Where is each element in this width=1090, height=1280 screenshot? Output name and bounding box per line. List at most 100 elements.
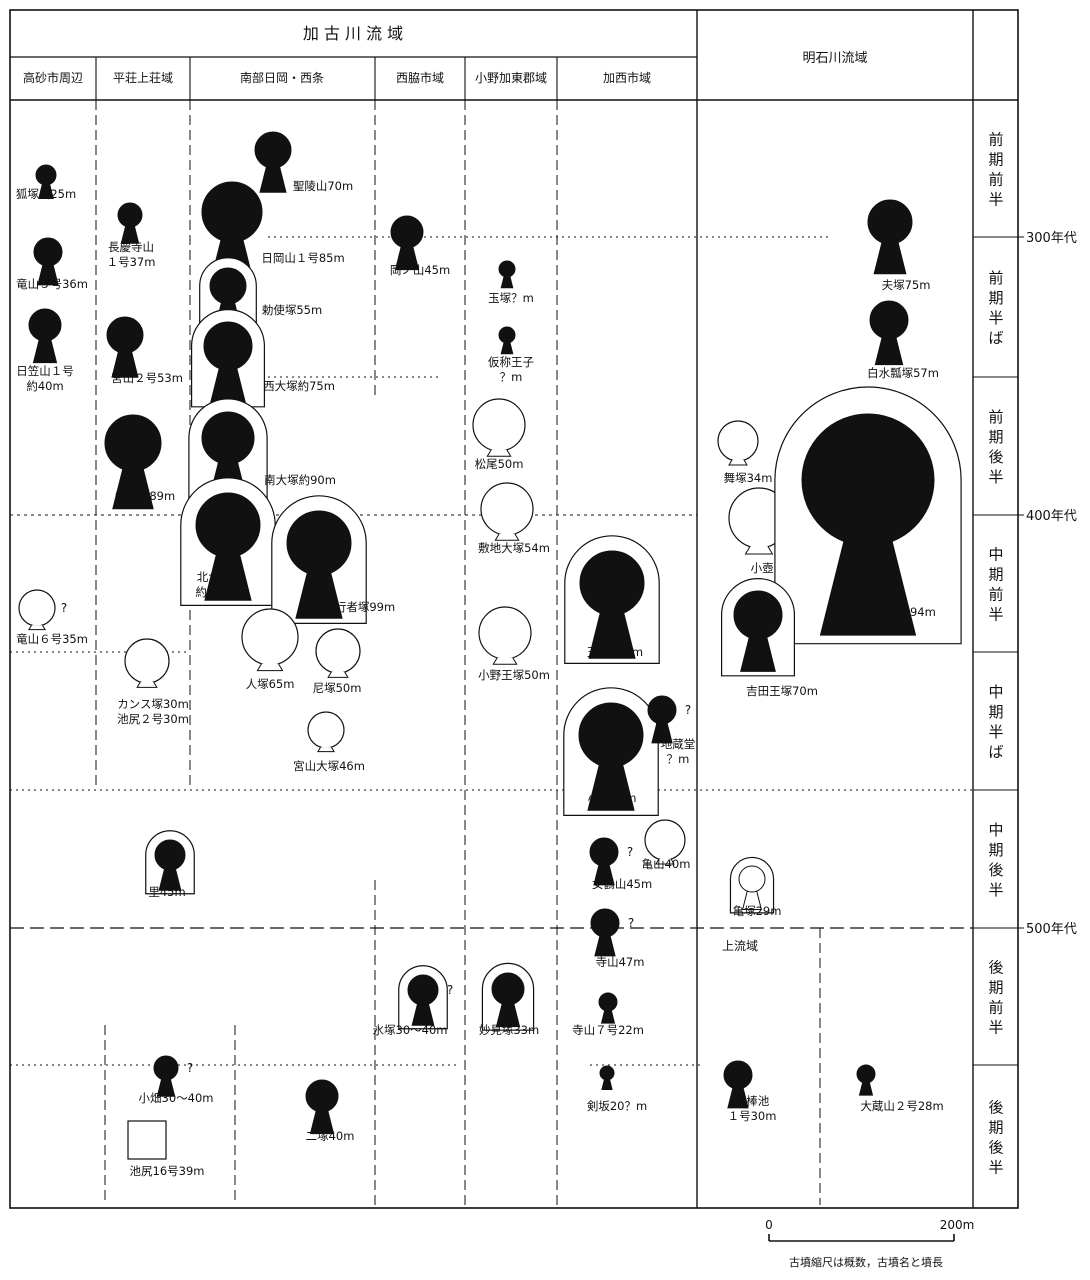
round-tumulus (242, 609, 298, 665)
round-mound (36, 165, 56, 185)
tumulus-label: ？m (667, 752, 690, 766)
tumulus-1: 狐塚山25m (16, 165, 76, 201)
tumulus-23: 玉塚？m (488, 261, 534, 305)
projection (493, 658, 516, 665)
period-label-1-4: 半 (988, 191, 1003, 209)
tumulus-label: 人塚65m (246, 677, 295, 691)
period-label-4-4: 半 (988, 606, 1003, 624)
period-label-5-2: 期 (988, 703, 1003, 721)
round-mound (202, 182, 262, 242)
round-mound (492, 973, 524, 1005)
tumulus-19: 宮山大塚46m (293, 712, 365, 773)
round-mound (34, 238, 62, 266)
tumulus-34: 寺山47m? (591, 909, 644, 969)
period-label-6-4: 半 (988, 881, 1003, 899)
period-label-2-1: 前 (988, 269, 1003, 287)
tumulus-label: 妙見塚33m (479, 1023, 539, 1037)
tumulus-30: 小山79m (564, 688, 658, 816)
tumulus-6: 宮山２号53m (107, 317, 183, 385)
round-mound (306, 1080, 338, 1112)
period-label-2-4: ば (988, 329, 1003, 347)
period-label-1-2: 期 (988, 151, 1003, 169)
tumulus-label: 亀山40m (642, 857, 691, 871)
tumulus-label: 松尾50m (475, 457, 524, 471)
period-label-7-4: 半 (988, 1019, 1003, 1037)
tumulus-label: 小野王塚50m (478, 668, 550, 682)
period-label-8-3: 後 (988, 1139, 1003, 1157)
tumulus-label: 竜山６号35m (16, 632, 88, 646)
period-label-7-3: 前 (988, 999, 1003, 1017)
period-label-5-1: 中 (988, 683, 1003, 701)
tumulus-35: 寺山７号22m (572, 993, 644, 1037)
tumulus-13: 西大塚約75m (192, 310, 335, 407)
period-label-8-2: 期 (988, 1119, 1003, 1137)
tumulus-label: 仮称王子 (488, 355, 534, 369)
projection (318, 747, 334, 752)
tumulus-label: 二塚40m (306, 1129, 355, 1143)
tumulus-9: 里45m (146, 831, 195, 899)
round-mound (591, 909, 619, 937)
tumulus-label: ？m (500, 370, 523, 384)
round-mound (580, 551, 644, 615)
region-header-6: 加西市域 (603, 70, 651, 85)
round-mound (154, 1056, 178, 1080)
tumulus-label: 約40m (26, 379, 63, 393)
round-mound (202, 412, 254, 464)
period-label-8-1: 後 (988, 1099, 1003, 1117)
tumulus-label: 亀塚29m (733, 904, 782, 918)
round-mound (868, 200, 912, 244)
period-label-6-2: 期 (988, 841, 1003, 859)
tumulus-label: 地蔵堂 (661, 737, 696, 751)
tumulus-label: 女鶴山45m (592, 877, 652, 891)
upper-basin-label: 上流域 (722, 939, 758, 953)
period-label-4-1: 中 (988, 546, 1003, 564)
tumulus-39: 夫塚75m (868, 200, 930, 292)
uncertain-mark: ? (685, 703, 691, 717)
tumulus-5: 長慶寺山１号37m (107, 203, 156, 269)
round-mound (204, 322, 252, 370)
tumulus-17: 人塚65m (242, 609, 298, 691)
round-mound (29, 309, 61, 341)
tumulus-label: 剣坂20？m (587, 1099, 647, 1113)
tumulus-label: 白水瓢塚57m (867, 366, 939, 380)
tumulus-label: 寺山47m (596, 955, 645, 969)
tumulus-10: 聖陵山70m (255, 132, 353, 193)
tumulus-label: 北大塚 (197, 570, 232, 584)
tumulus-3: 日笠山１号約40m (16, 309, 74, 393)
uncertain-mark: ? (61, 601, 67, 615)
tumulus-label: 行者塚99m (335, 600, 395, 614)
round-mound (857, 1065, 875, 1083)
round-mound (408, 975, 438, 1005)
header-kakogawa-basin: 加 古 川 流 域 (303, 24, 403, 43)
tumulus-label: 愛宕山89m (115, 489, 175, 503)
period-label-3-3: 後 (988, 448, 1003, 466)
tumulus-40: 白水瓢塚57m (867, 301, 939, 380)
round-mound (870, 301, 908, 339)
uncertain-mark: ? (628, 916, 634, 930)
projection (487, 450, 510, 457)
round-tumulus (19, 590, 55, 626)
round-tumulus (645, 820, 685, 860)
period-label-7-2: 期 (988, 979, 1003, 997)
tumulus-label: 約90m (195, 585, 232, 599)
round-mound (105, 415, 161, 471)
tumulus-2: 竜山５号36m (16, 238, 88, 291)
tumulus-43: 五色塚194m (775, 387, 961, 644)
year-label-3: 500年代 (1026, 922, 1077, 937)
uncertain-mark: ? (627, 845, 633, 859)
tumulus-7: 愛宕山89m (105, 415, 175, 509)
period-label-1-1: 前 (988, 131, 1003, 149)
tumulus-45: 亀塚29m (730, 857, 781, 918)
round-mound (107, 317, 143, 353)
tumulus-label: カンス塚30m (117, 697, 189, 711)
tumulus-label: 尼塚50m (313, 681, 362, 695)
tumulus-label: 日岡山１号85m (261, 251, 344, 265)
tumulus-label: 五色塚194m (868, 605, 936, 619)
tumulus-20: 二塚40m (306, 1080, 355, 1143)
square-tumulus (128, 1121, 166, 1159)
tumulus-29: 玉丘109m (565, 536, 659, 664)
period-label-7-1: 後 (988, 959, 1003, 977)
